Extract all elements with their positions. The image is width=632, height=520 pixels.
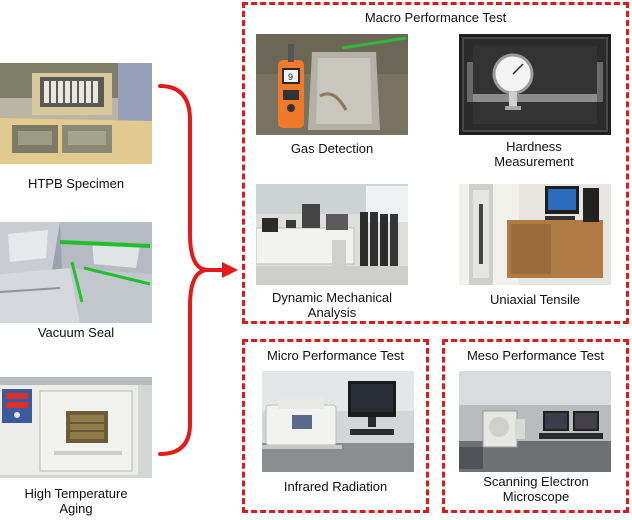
meso-performance-test-frame	[442, 339, 629, 513]
bracket-arrow	[158, 84, 238, 456]
hardness-measurement-photo	[459, 34, 611, 135]
micro-performance-test-title: Micro Performance Test	[266, 348, 405, 363]
vacuum-seal-label: Vacuum Seal	[37, 325, 115, 340]
meso-performance-test-title: Meso Performance Test	[466, 348, 605, 363]
uniaxial-tensile-photo	[459, 184, 611, 285]
high-temperature-aging-label: High Temperature Aging	[24, 486, 128, 516]
infrared-radiation-label: Infrared Radiation	[283, 479, 388, 494]
dynamic-mechanical-analysis-photo	[256, 184, 408, 285]
dynamic-mechanical-analysis-label: Dynamic Mechanical Analysis	[272, 290, 392, 320]
htpb-specimen-photo	[0, 63, 152, 164]
aging-oven-photo	[0, 377, 152, 478]
hardness-measurement-label: Hardness Measurement	[494, 139, 574, 169]
htpb-specimen-label: HTPB Specimen	[27, 176, 125, 191]
gas-detection-label: Gas Detection	[290, 141, 374, 156]
scanning-electron-microscope-label: Scanning Electron Microscope	[483, 474, 589, 504]
infrared-radiation-photo	[262, 371, 414, 472]
micro-performance-test-frame	[242, 339, 429, 513]
macro-performance-test-title: Macro Performance Test	[364, 10, 507, 25]
uniaxial-tensile-label: Uniaxial Tensile	[489, 292, 581, 307]
macro-performance-test-frame	[242, 2, 629, 324]
vacuum-seal-photo	[0, 222, 152, 323]
gas-detection-photo: 9	[256, 34, 408, 135]
gauge-digits: 9	[288, 72, 293, 82]
scanning-electron-microscope-photo	[459, 371, 611, 472]
